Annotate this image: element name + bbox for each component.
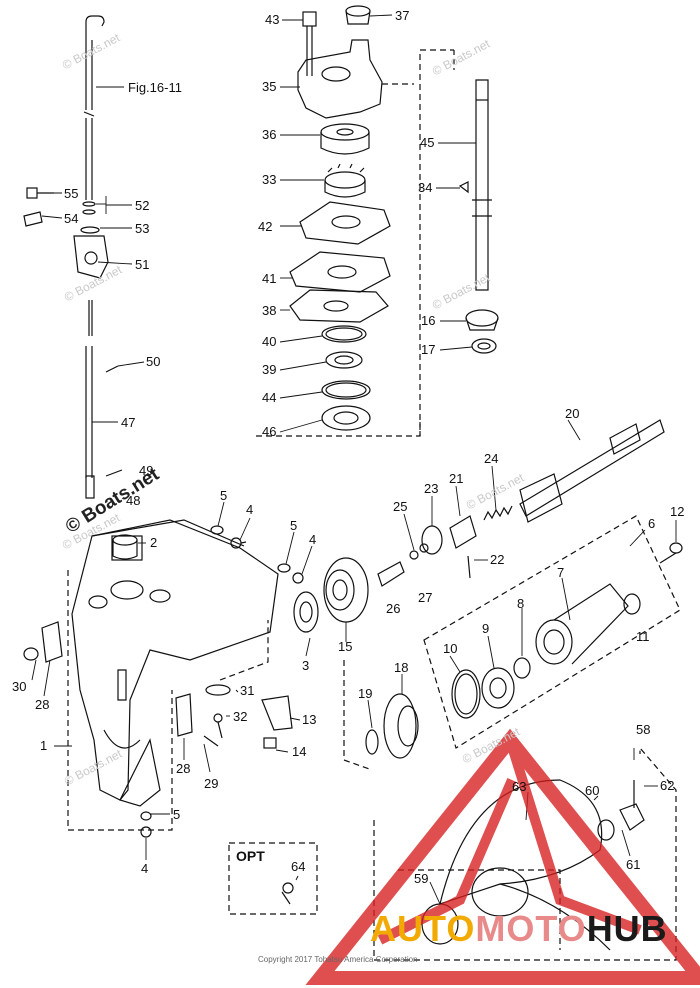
copyright-notice: Copyright 2017 Tohatsu America Corporati… [258, 955, 418, 964]
callout-44: 44 [262, 390, 277, 405]
callout-10: 10 [443, 641, 458, 656]
drive-shaft [419, 50, 499, 436]
propeller-shaft [519, 419, 665, 523]
callout-61: 61 [626, 857, 641, 872]
callout-26: 26 [386, 601, 401, 616]
automotohub-logo-mark [305, 728, 700, 985]
callout-2: 2 [150, 535, 158, 550]
bearing-3 [293, 591, 319, 633]
callout-49: 49 [139, 463, 154, 478]
figure-reference: Fig.16-11 [128, 80, 182, 95]
callout-59: 59 [414, 871, 429, 886]
callout-39: 39 [262, 362, 277, 377]
callout-58: 58 [636, 722, 651, 737]
callout-34: 34 [418, 180, 433, 195]
callout-25: 25 [393, 499, 408, 514]
callout-43: 43 [265, 12, 280, 27]
callout-9: 9 [482, 621, 490, 636]
callout-55: 55 [64, 186, 79, 201]
callout-64: 64 [291, 859, 306, 874]
callout-1: 1 [40, 738, 48, 753]
callout-19: 19 [358, 686, 373, 701]
callout-20: 20 [565, 406, 580, 421]
callout-52: 52 [135, 198, 150, 213]
callout-50: 50 [146, 354, 161, 369]
callout-3: 3 [302, 658, 310, 673]
callout-60: 60 [585, 783, 600, 798]
callout-62: 62 [660, 778, 675, 793]
logo-moto: MOTO [475, 908, 587, 949]
logo-auto: AUTO [370, 908, 476, 949]
reverse-gear [343, 660, 419, 771]
callout-30: 30 [12, 679, 27, 694]
callout-22: 22 [490, 552, 505, 567]
callout-40: 40 [262, 334, 277, 349]
callout-53: 53 [135, 221, 150, 236]
callout-42: 42 [258, 219, 273, 234]
callout-23: 23 [424, 481, 439, 496]
callout-28b: 28 [176, 761, 191, 776]
callout-41: 41 [262, 271, 277, 286]
logo-hub: HUB [586, 908, 668, 949]
opt-box [228, 842, 318, 915]
callout-16: 16 [421, 313, 436, 328]
water-pump-assembly [256, 5, 454, 437]
callout-54: 54 [64, 211, 79, 226]
callout-14: 14 [292, 744, 307, 759]
callout-24: 24 [484, 451, 499, 466]
callout-45: 45 [420, 135, 435, 150]
forward-gear [323, 557, 369, 623]
callout-28a: 28 [35, 697, 50, 712]
callout-7: 7 [557, 565, 565, 580]
callout-18: 18 [394, 660, 409, 675]
callout-5b: 5 [290, 518, 298, 533]
callout-4a: 4 [246, 502, 254, 517]
callout-35: 35 [262, 79, 277, 94]
callout-46: 46 [262, 424, 277, 439]
callout-63: 63 [512, 779, 527, 794]
callout-8: 8 [517, 596, 525, 611]
callout-29: 29 [204, 776, 219, 791]
automotohub-logo: AUTOMOTOHUB [370, 908, 668, 950]
callout-47: 47 [121, 415, 136, 430]
opt-label: OPT [236, 848, 265, 864]
callout-21: 21 [449, 471, 464, 486]
callout-27: 27 [418, 590, 433, 605]
callout-13: 13 [302, 712, 317, 727]
callout-36: 36 [262, 127, 277, 142]
bearing-housing [423, 515, 683, 749]
callout-12: 12 [670, 504, 685, 519]
callout-6: 6 [648, 516, 656, 531]
callout-11: 11 [636, 629, 650, 644]
gear-case [41, 519, 279, 831]
callout-48: 48 [126, 493, 141, 508]
plunger [377, 561, 405, 587]
callout-5c: 5 [173, 807, 181, 822]
callout-17: 17 [421, 342, 436, 357]
callout-4b: 4 [309, 532, 317, 547]
callout-15: 15 [338, 639, 353, 654]
hardware-small [23, 525, 304, 838]
callout-31: 31 [240, 683, 255, 698]
callout-33: 33 [262, 172, 277, 187]
callout-37: 37 [395, 8, 410, 23]
callout-32: 32 [233, 709, 248, 724]
callout-51: 51 [135, 257, 150, 272]
callout-5a: 5 [220, 488, 228, 503]
shift-rod-assembly [23, 15, 123, 499]
callout-4c: 4 [141, 861, 149, 876]
callout-38: 38 [262, 303, 277, 318]
